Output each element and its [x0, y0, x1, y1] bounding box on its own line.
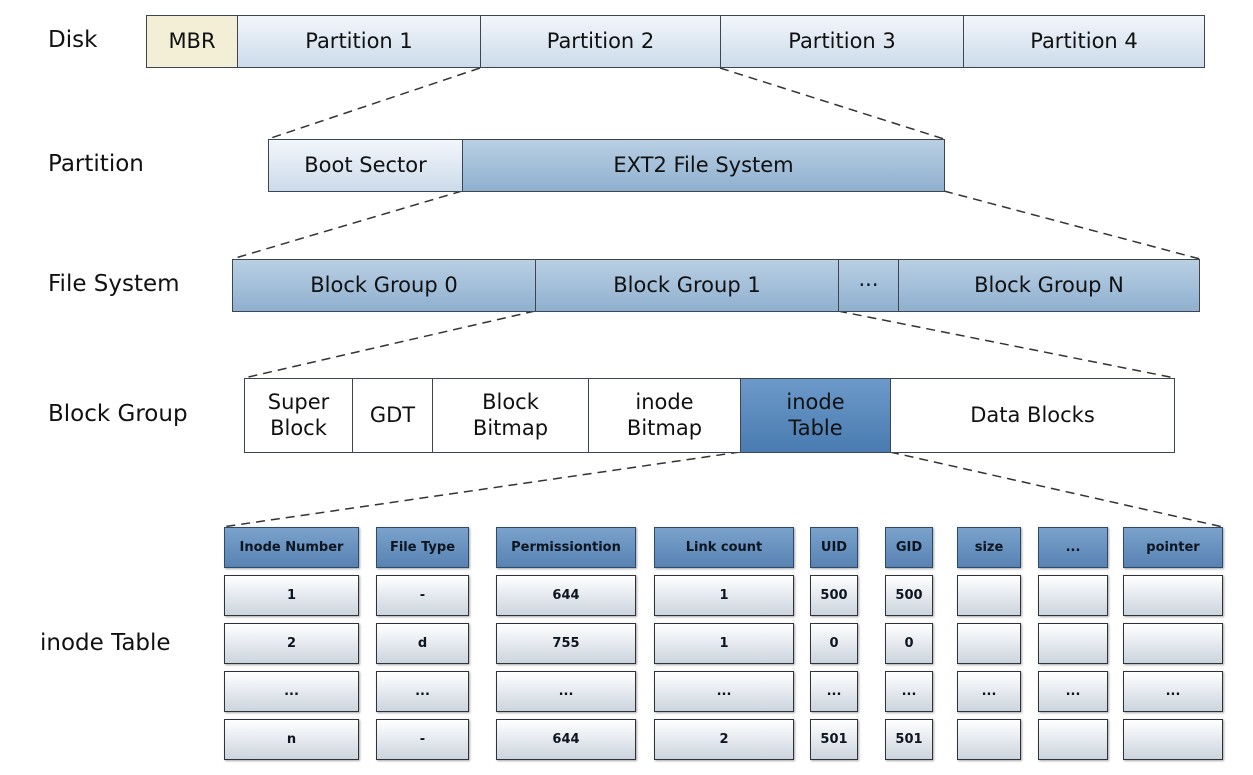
table-cell: 501 [885, 719, 933, 760]
zoom-line-fs-left [231, 190, 463, 260]
bg-gdt: GDT [352, 378, 433, 453]
table-cell: 500 [810, 575, 858, 616]
level-label-block-group: Block Group [48, 401, 188, 427]
disk-partition-4: Partition 4 [963, 15, 1205, 68]
table-header-cell: pointer [1123, 527, 1223, 568]
table-cell: - [376, 575, 469, 616]
disk-partition-2: Partition 2 [480, 15, 721, 68]
level-label-file-system: File System [48, 271, 180, 297]
table-cell: 755 [496, 623, 636, 664]
table-cell [957, 623, 1021, 664]
table-cell [1038, 623, 1108, 664]
table-cell [1038, 719, 1108, 760]
table-cell: 1 [654, 575, 794, 616]
table-cell: 2 [654, 719, 794, 760]
bg-inode-table: inode Table [740, 378, 891, 453]
table-cell [957, 575, 1021, 616]
level-label-disk: Disk [48, 27, 98, 53]
zoom-line-table-left [221, 451, 741, 528]
disk-partition-3: Partition 3 [720, 15, 964, 68]
level-label-inode-table: inode Table [40, 630, 171, 656]
table-cell [957, 719, 1021, 760]
table-header-cell: Inode Number [224, 527, 359, 568]
table-cell: ... [957, 671, 1021, 712]
zoom-line-partition-left [267, 67, 481, 140]
zoom-line-table-right [889, 451, 1224, 528]
zoom-line-fs-right [943, 190, 1201, 260]
disk-mbr: MBR [146, 15, 238, 68]
table-cell: 500 [885, 575, 933, 616]
table-cell: ... [496, 671, 636, 712]
table-cell: ... [1038, 671, 1108, 712]
table-header-cell: ... [1038, 527, 1108, 568]
table-cell: 1 [224, 575, 359, 616]
table-cell [1123, 719, 1223, 760]
table-cell: ... [1123, 671, 1223, 712]
table-cell: 0 [885, 623, 933, 664]
table-cell: 2 [224, 623, 359, 664]
table-cell [1123, 623, 1223, 664]
bg-super-block: Super Block [244, 378, 353, 453]
fs-ellipsis: ··· [838, 259, 899, 312]
table-cell: ... [224, 671, 359, 712]
table-cell: d [376, 623, 469, 664]
partition-boot-sector: Boot Sector [268, 139, 463, 192]
table-cell: ... [654, 671, 794, 712]
table-cell: ... [810, 671, 858, 712]
table-cell: - [376, 719, 469, 760]
fs-block-group-0: Block Group 0 [232, 259, 536, 312]
bg-inode-bitmap: inode Bitmap [588, 378, 741, 453]
table-cell: 501 [810, 719, 858, 760]
table-cell: ... [376, 671, 469, 712]
table-cell [1038, 575, 1108, 616]
zoom-line-bg-right [837, 310, 1176, 379]
table-header-cell: Link count [654, 527, 794, 568]
zoom-line-partition-right [719, 67, 945, 140]
table-cell: ... [885, 671, 933, 712]
table-cell [1123, 575, 1223, 616]
disk-partition-1: Partition 1 [237, 15, 481, 68]
partition-ext2-file-system: EXT2 File System [462, 139, 945, 192]
table-cell: 0 [810, 623, 858, 664]
fs-block-group-1: Block Group 1 [535, 259, 839, 312]
table-cell: n [224, 719, 359, 760]
table-header-cell: UID [810, 527, 858, 568]
table-header-cell: GID [885, 527, 933, 568]
table-header-cell: size [957, 527, 1021, 568]
bg-block-bitmap: Block Bitmap [432, 378, 589, 453]
table-cell: 644 [496, 719, 636, 760]
level-label-partition: Partition [48, 151, 144, 177]
zoom-line-bg-left [243, 310, 536, 379]
table-cell: 644 [496, 575, 636, 616]
bg-data-blocks: Data Blocks [890, 378, 1175, 453]
table-header-cell: File Type [376, 527, 469, 568]
table-header-cell: Permissiontion [496, 527, 636, 568]
table-cell: 1 [654, 623, 794, 664]
fs-block-group-n: Block Group N [898, 259, 1200, 312]
